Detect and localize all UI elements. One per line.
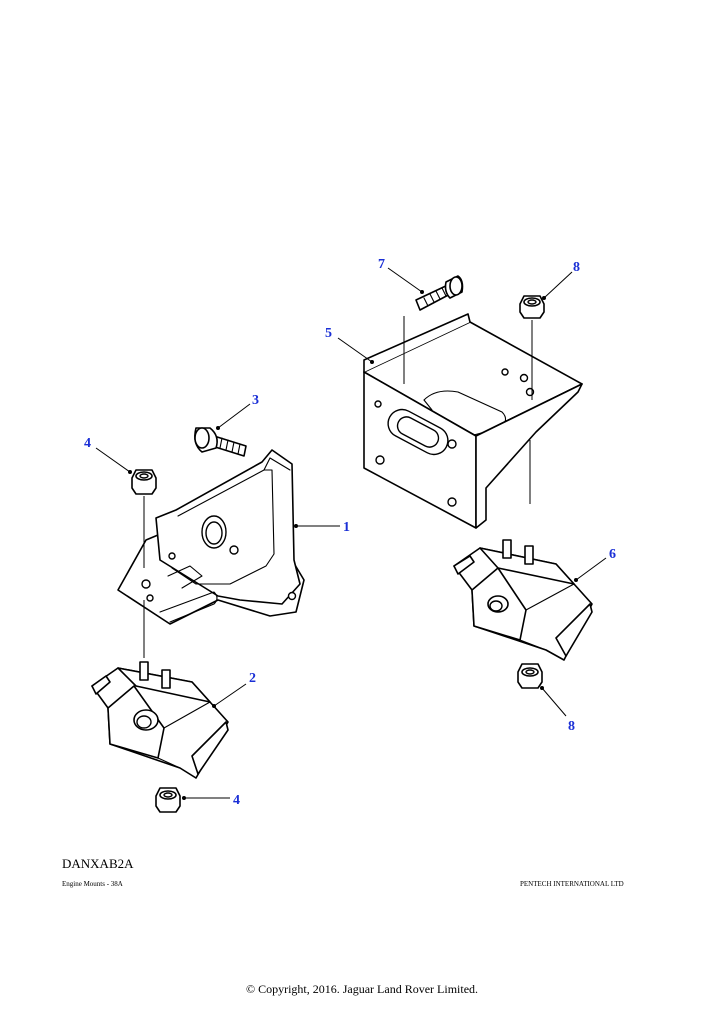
publisher-caption: PENTECH INTERNATIONAL LTD bbox=[520, 880, 624, 888]
callout-5[interactable]: 5 bbox=[325, 326, 332, 341]
right-mounting-bracket[interactable] bbox=[363, 313, 583, 529]
lower-right-nut[interactable] bbox=[517, 663, 543, 689]
right-bracket-bolt[interactable] bbox=[415, 275, 464, 311]
left-mounting-bracket[interactable] bbox=[117, 449, 305, 625]
callout-1[interactable]: 1 bbox=[343, 520, 350, 535]
callout-8b[interactable]: 8 bbox=[568, 719, 575, 734]
callout-2[interactable]: 2 bbox=[249, 671, 256, 686]
diagram-reference-code: DANXAB2A bbox=[62, 856, 134, 871]
callout-4a[interactable]: 4 bbox=[84, 436, 91, 451]
right-rubber-mount[interactable] bbox=[453, 539, 593, 661]
callout-4b[interactable]: 4 bbox=[233, 793, 240, 808]
lower-left-nut[interactable] bbox=[155, 787, 181, 813]
upper-left-nut[interactable] bbox=[131, 469, 157, 495]
copyright-notice: © Copyright, 2016. Jaguar Land Rover Lim… bbox=[245, 982, 479, 996]
leader-lines bbox=[95, 267, 607, 800]
section-caption: Engine Mounts - 38A bbox=[62, 880, 123, 888]
callout-6[interactable]: 6 bbox=[609, 547, 616, 562]
callout-3[interactable]: 3 bbox=[252, 393, 259, 408]
callout-8a[interactable]: 8 bbox=[573, 260, 580, 275]
upper-right-nut[interactable] bbox=[519, 295, 545, 319]
callout-7[interactable]: 7 bbox=[378, 257, 385, 272]
left-rubber-mount[interactable] bbox=[91, 661, 229, 779]
bracket-bolt[interactable] bbox=[194, 427, 247, 457]
